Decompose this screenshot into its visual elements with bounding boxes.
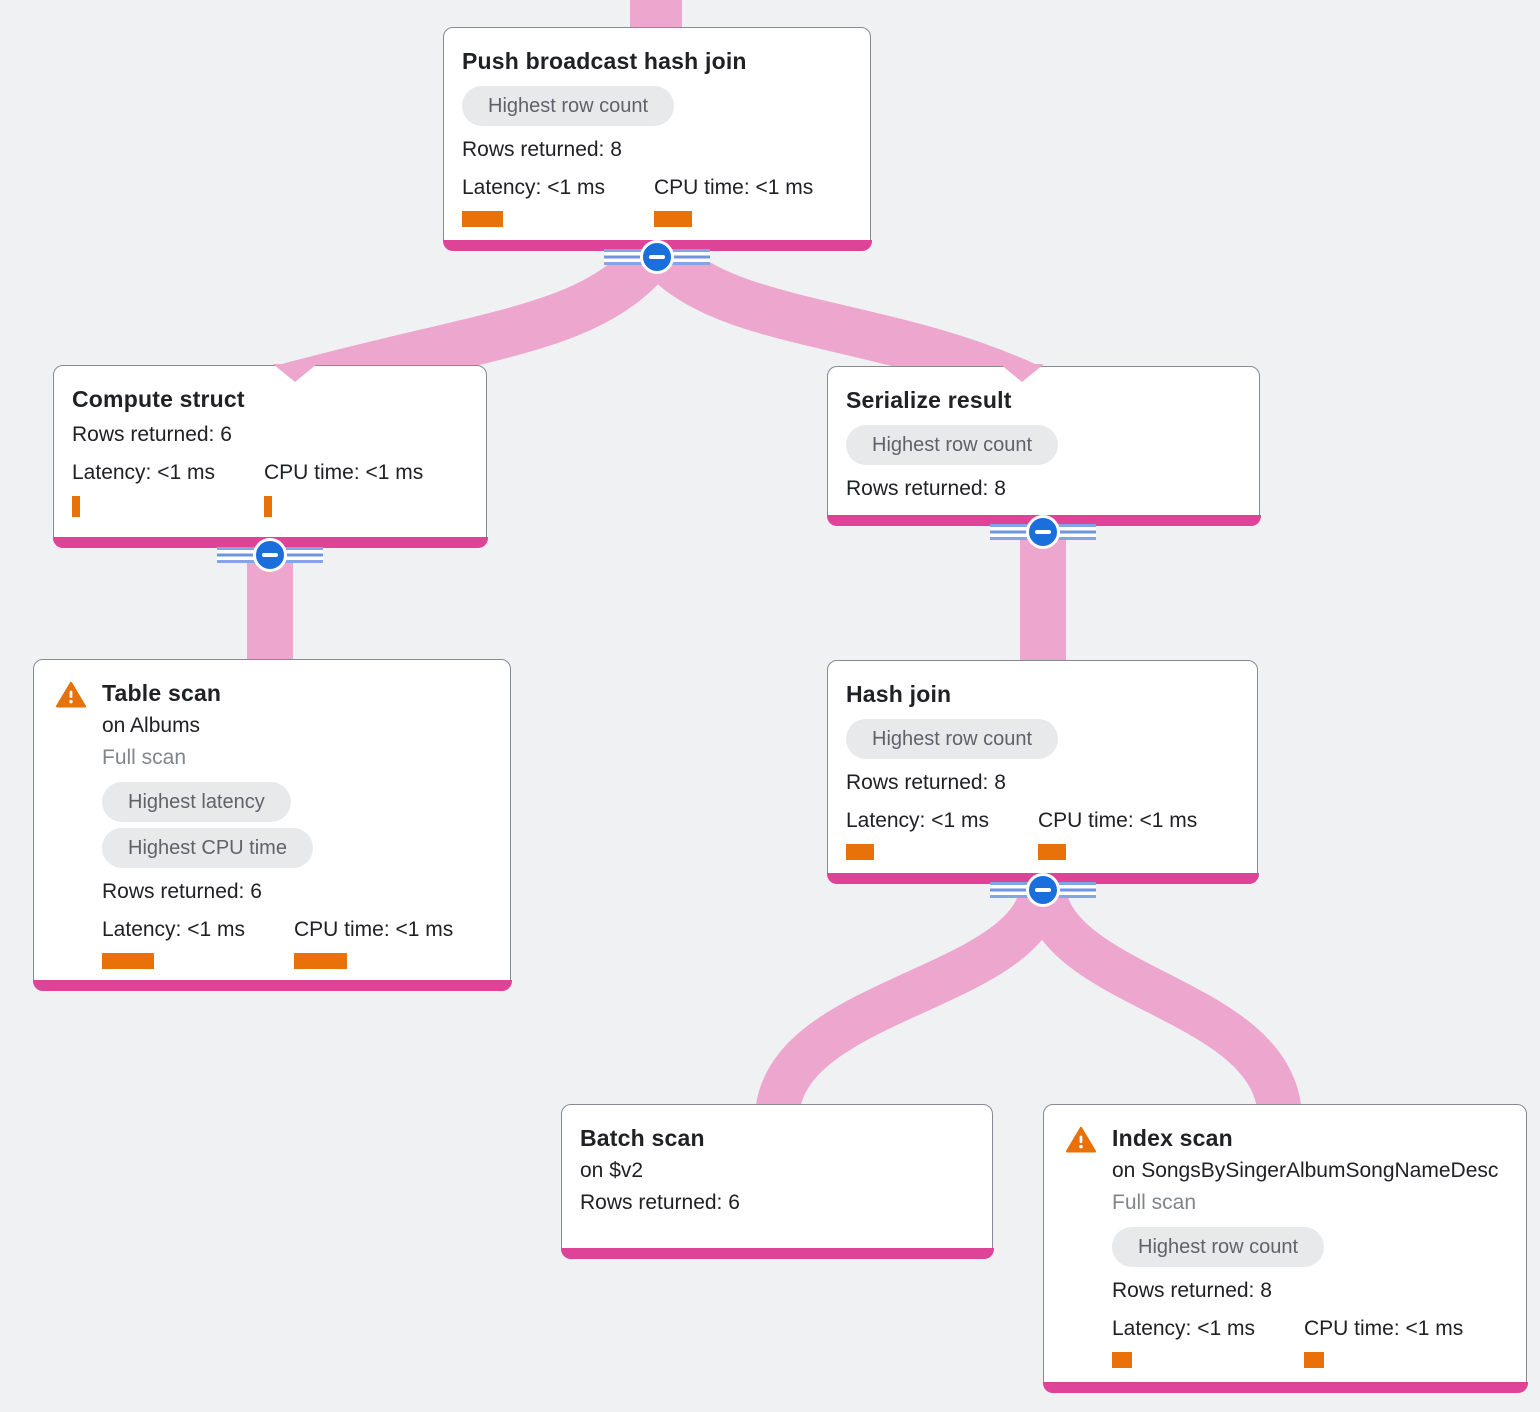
latency-label: Latency: <1 ms <box>462 176 605 199</box>
collapse-button-compute[interactable] <box>217 535 323 575</box>
highest-row-count-badge: Highest row count <box>1112 1227 1325 1267</box>
rows-returned-text: Rows returned: 8 <box>462 138 622 161</box>
rows-returned-text: Rows returned: 8 <box>846 477 1006 500</box>
scan-type: Full scan <box>1112 1191 1197 1214</box>
node-title: Table scan <box>102 680 222 706</box>
highest-row-count-badge: Highest row count <box>846 719 1059 759</box>
node-target: on Albums <box>102 714 201 737</box>
cpu-time-bar <box>264 496 272 517</box>
badge-list: Highest latency Highest CPU time <box>102 779 492 871</box>
latency-bar <box>1112 1352 1132 1368</box>
node-accent-bar <box>32 979 512 991</box>
cpu-time-bar <box>1038 844 1066 860</box>
latency-label: Latency: <1 ms <box>846 809 989 832</box>
node-accent-bar <box>560 1247 994 1259</box>
plan-node-hash-join[interactable]: Hash join Highest row count Rows returne… <box>826 660 1259 884</box>
minus-icon <box>253 538 287 572</box>
cpu-time-metric: CPU time: <1 ms <box>294 915 492 969</box>
cpu-time-metric: CPU time: <1 ms <box>264 458 468 517</box>
warning-icon <box>56 681 86 708</box>
rows-returned-text: Rows returned: 6 <box>102 880 262 903</box>
highest-cpu-time-badge: Highest CPU time <box>102 828 313 868</box>
cpu-time-label: CPU time: <1 ms <box>294 918 454 941</box>
latency-metric: Latency: <1 ms <box>846 806 1038 860</box>
edge-hash-to-batch <box>755 877 1065 1122</box>
plan-node-compute-struct[interactable]: Compute struct Rows returned: 6 Latency:… <box>52 365 488 548</box>
metrics: Latency: <1 ms CPU time: <1 ms <box>102 915 492 969</box>
latency-metric: Latency: <1 ms <box>72 458 264 517</box>
latency-bar <box>72 496 80 517</box>
cpu-time-metric: CPU time: <1 ms <box>654 173 852 227</box>
badge-list: Highest row count <box>846 422 1241 468</box>
badge-list: Highest row count <box>846 716 1239 762</box>
rows-returned-text: Rows returned: 8 <box>1112 1279 1272 1302</box>
cpu-time-label: CPU time: <1 ms <box>654 176 814 199</box>
cpu-time-label: CPU time: <1 ms <box>1304 1317 1464 1340</box>
minus-icon <box>640 240 674 274</box>
rows-returned-text: Rows returned: 8 <box>846 771 1006 794</box>
node-accent-bar <box>1042 1381 1528 1393</box>
node-title: Serialize result <box>846 387 1012 413</box>
latency-label: Latency: <1 ms <box>1112 1317 1255 1340</box>
cpu-time-label: CPU time: <1 ms <box>1038 809 1198 832</box>
highest-row-count-badge: Highest row count <box>462 86 675 126</box>
latency-metric: Latency: <1 ms <box>1112 1314 1304 1368</box>
latency-bar <box>462 211 503 227</box>
node-title: Push broadcast hash join <box>462 48 747 74</box>
plan-node-index-scan[interactable]: Index scan on SongsBySingerAlbumSongName… <box>1042 1104 1528 1393</box>
cpu-time-metric: CPU time: <1 ms <box>1304 1314 1508 1368</box>
collapse-button-push[interactable] <box>604 237 710 277</box>
warning-icon <box>1066 1126 1096 1153</box>
latency-metric: Latency: <1 ms <box>462 173 654 227</box>
collapse-button-serialize[interactable] <box>990 512 1096 552</box>
highest-row-count-badge: Highest row count <box>846 425 1059 465</box>
cpu-time-bar <box>294 953 347 969</box>
minus-icon <box>1026 515 1060 549</box>
latency-bar <box>846 844 874 860</box>
rows-returned-text: Rows returned: 6 <box>580 1191 740 1214</box>
edge-push-to-serialize <box>638 233 1041 410</box>
minus-icon <box>1026 873 1060 907</box>
edge-hash-to-index <box>1021 878 1302 1122</box>
cpu-time-bar <box>654 211 692 227</box>
node-title: Hash join <box>846 681 952 707</box>
node-title: Index scan <box>1112 1125 1233 1151</box>
collapse-button-hash[interactable] <box>990 870 1096 910</box>
node-title: Compute struct <box>72 386 245 412</box>
badge-list: Highest row count <box>462 83 852 129</box>
latency-label: Latency: <1 ms <box>102 918 245 941</box>
latency-bar <box>102 953 154 969</box>
cpu-time-label: CPU time: <1 ms <box>264 461 424 484</box>
cpu-time-bar <box>1304 1352 1324 1368</box>
node-title: Batch scan <box>580 1125 705 1151</box>
rows-returned-text: Rows returned: 6 <box>72 423 232 446</box>
plan-node-serialize-result[interactable]: Serialize result Highest row count Rows … <box>826 366 1261 526</box>
node-target: on $v2 <box>580 1159 644 1182</box>
plan-node-push-broadcast-hash-join[interactable]: Push broadcast hash join Highest row cou… <box>442 27 872 251</box>
metrics: Latency: <1 ms CPU time: <1 ms <box>462 173 852 227</box>
metrics: Latency: <1 ms CPU time: <1 ms <box>846 806 1239 860</box>
badge-list: Highest row count <box>1112 1224 1508 1270</box>
plan-node-table-scan[interactable]: Table scan on Albums Full scan Highest l… <box>32 659 512 991</box>
metrics: Latency: <1 ms CPU time: <1 ms <box>1112 1314 1508 1368</box>
metrics: Latency: <1 ms CPU time: <1 ms <box>72 458 468 517</box>
node-target: on SongsBySingerAlbumSongNameDesc <box>1112 1159 1499 1182</box>
cpu-time-metric: CPU time: <1 ms <box>1038 806 1239 860</box>
plan-node-batch-scan[interactable]: Batch scan on $v2 Rows returned: 6 <box>560 1104 994 1259</box>
latency-label: Latency: <1 ms <box>72 461 215 484</box>
highest-latency-badge: Highest latency <box>102 782 291 822</box>
latency-metric: Latency: <1 ms <box>102 915 294 969</box>
scan-type: Full scan <box>102 746 187 769</box>
